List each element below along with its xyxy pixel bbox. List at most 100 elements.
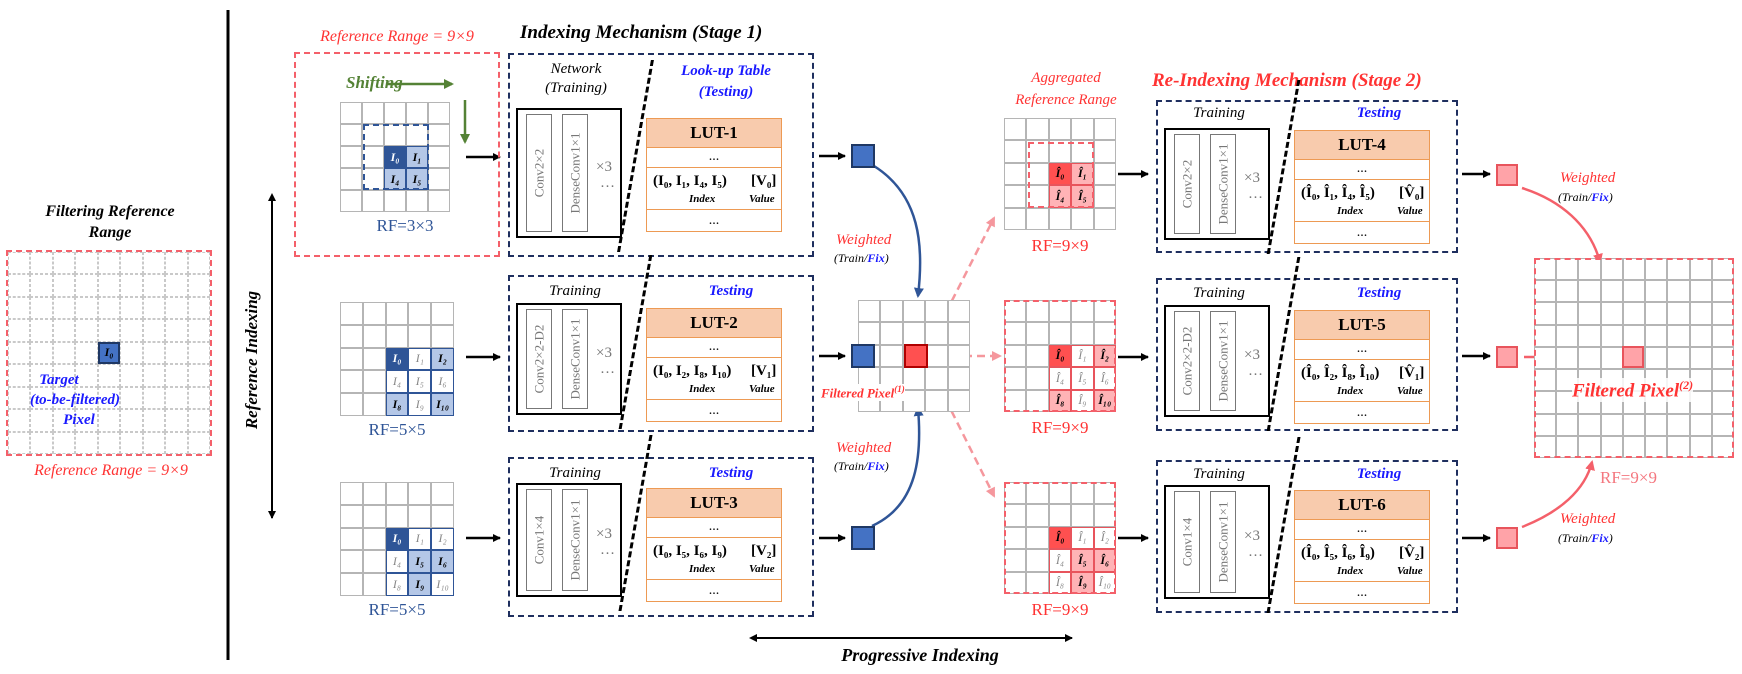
grid-cell (52, 409, 76, 432)
cell-label: I₅ (415, 554, 425, 569)
grid-cell (1004, 118, 1027, 141)
network-label: Network (550, 61, 602, 77)
cell-label: Î₈ (1055, 393, 1065, 408)
lut-index: (I₀, I₅, I₆, I₉) (653, 543, 727, 559)
lut-value-word: Value (1397, 565, 1423, 577)
grid-cell (97, 386, 121, 410)
filtered-pixel-2-label: Filtered Pixel(2) (1572, 378, 1694, 403)
grid-cell: I₈ (385, 573, 409, 596)
rf1-window (363, 124, 429, 190)
branch-4-testing-label: Testing (1356, 105, 1402, 121)
grid-cell (1026, 118, 1049, 141)
grid-cell (187, 341, 210, 365)
grid-cell (384, 190, 406, 212)
lut-value: [V₀] (751, 173, 777, 189)
grid-cell (30, 386, 53, 410)
repeat-count: ×3 (596, 345, 612, 361)
grid-cell: Î₄ (1048, 549, 1072, 572)
agg2-window (1004, 300, 1116, 412)
grid-cell (187, 252, 210, 275)
grid-cell (1026, 526, 1049, 550)
branch-2-training-label: Training (549, 283, 601, 299)
aggregated-label-line2: Reference Range (1015, 92, 1117, 108)
grid-cell (362, 146, 384, 168)
lut-index-word: Index (1337, 565, 1364, 577)
lut-dots-bottom: ... (1356, 585, 1368, 600)
final-trainfix-bottom: (Train/Fix) (1558, 531, 1613, 545)
grid-cell (8, 319, 31, 342)
repeat-count: ×3 (596, 159, 612, 175)
cell-label: I₀ (392, 531, 402, 546)
grid-cell (880, 322, 903, 345)
grid-cell: I₅ (408, 370, 432, 394)
grid-cell (1622, 280, 1646, 303)
grid-cell: Î₅ (1071, 367, 1094, 390)
grid-cell (340, 393, 363, 416)
dense-layer: DenseConv1×1 (1210, 311, 1236, 411)
cell-label: I₀ (392, 351, 402, 366)
grid-cell: I₉ (408, 573, 432, 596)
grid-cell (362, 550, 386, 574)
repeat-dots: … (1248, 363, 1263, 379)
grid-cell (30, 296, 53, 320)
cell-label: Î₅ (1078, 370, 1087, 385)
grid-cell (142, 296, 166, 320)
grid-cell (880, 344, 903, 368)
repeat-dots: … (600, 361, 615, 377)
lut-dots-bottom: ... (708, 403, 720, 418)
cell-label: Î₁ (1078, 530, 1087, 545)
grid-cell (1600, 302, 1623, 325)
target-line1: Target (39, 372, 79, 388)
cell-label: I₁₀ (436, 397, 450, 412)
repeat-count: ×3 (1244, 528, 1260, 544)
grid-cell: I₄ (385, 550, 409, 574)
grid-cell (97, 274, 121, 297)
filtering-reference-grid: I₀ (6, 250, 212, 456)
weighted-label-top: Weighted (836, 232, 892, 248)
grid-cell (142, 364, 166, 387)
grid-cell: Î₄ (1048, 367, 1072, 390)
grid-cell (902, 300, 926, 323)
grid-cell (340, 146, 362, 168)
lut-dots-top: ... (708, 519, 720, 534)
grid-cell (1578, 324, 1601, 347)
lut-header: LUT-6 (1295, 491, 1429, 520)
lut-index: (Î₀, Î₁, Î₄, Î₅) (1301, 185, 1375, 201)
lut-value: [V₁] (751, 363, 777, 379)
grid-cell (1578, 346, 1601, 370)
grid-cell (120, 252, 143, 275)
grid-cell (97, 296, 121, 320)
grid-cell (340, 504, 363, 528)
cell-label: I₀ (104, 345, 114, 360)
grid-cell (30, 319, 53, 342)
grid-cell (362, 324, 386, 348)
branch-4-training-label: Training (1193, 105, 1245, 121)
grid-cell (362, 102, 384, 124)
cell-label: I₄ (392, 554, 402, 569)
cell-label: Î₁ (1078, 348, 1087, 363)
grid-cell (97, 319, 121, 342)
dense-layer: DenseConv1×1 (1210, 491, 1236, 593)
grid-cell (428, 168, 450, 190)
cell-label: Î₆ (1100, 370, 1109, 385)
grid-cell (8, 296, 31, 320)
cell-label: Î₀ (1055, 348, 1065, 363)
agg3-rf-label: RF=9×9 (1031, 600, 1089, 619)
grid-cell (165, 431, 188, 454)
repeat-count: ×3 (1244, 347, 1260, 363)
cell-label: I₆ (438, 374, 447, 389)
grid-cell (362, 573, 386, 596)
grid-cell (165, 364, 188, 387)
grid-cell: Î₉ (1071, 389, 1094, 412)
grid-cell (30, 252, 53, 275)
grid-cell (385, 504, 409, 528)
grid-cell (947, 367, 970, 390)
grid-cell (925, 344, 948, 368)
cell-label: I₁ (412, 149, 422, 164)
branch-6-panel (1156, 460, 1458, 613)
grid-cell: I₅ (408, 550, 432, 574)
grid-cell (120, 409, 143, 432)
lut-dots-bottom: ... (708, 583, 720, 598)
